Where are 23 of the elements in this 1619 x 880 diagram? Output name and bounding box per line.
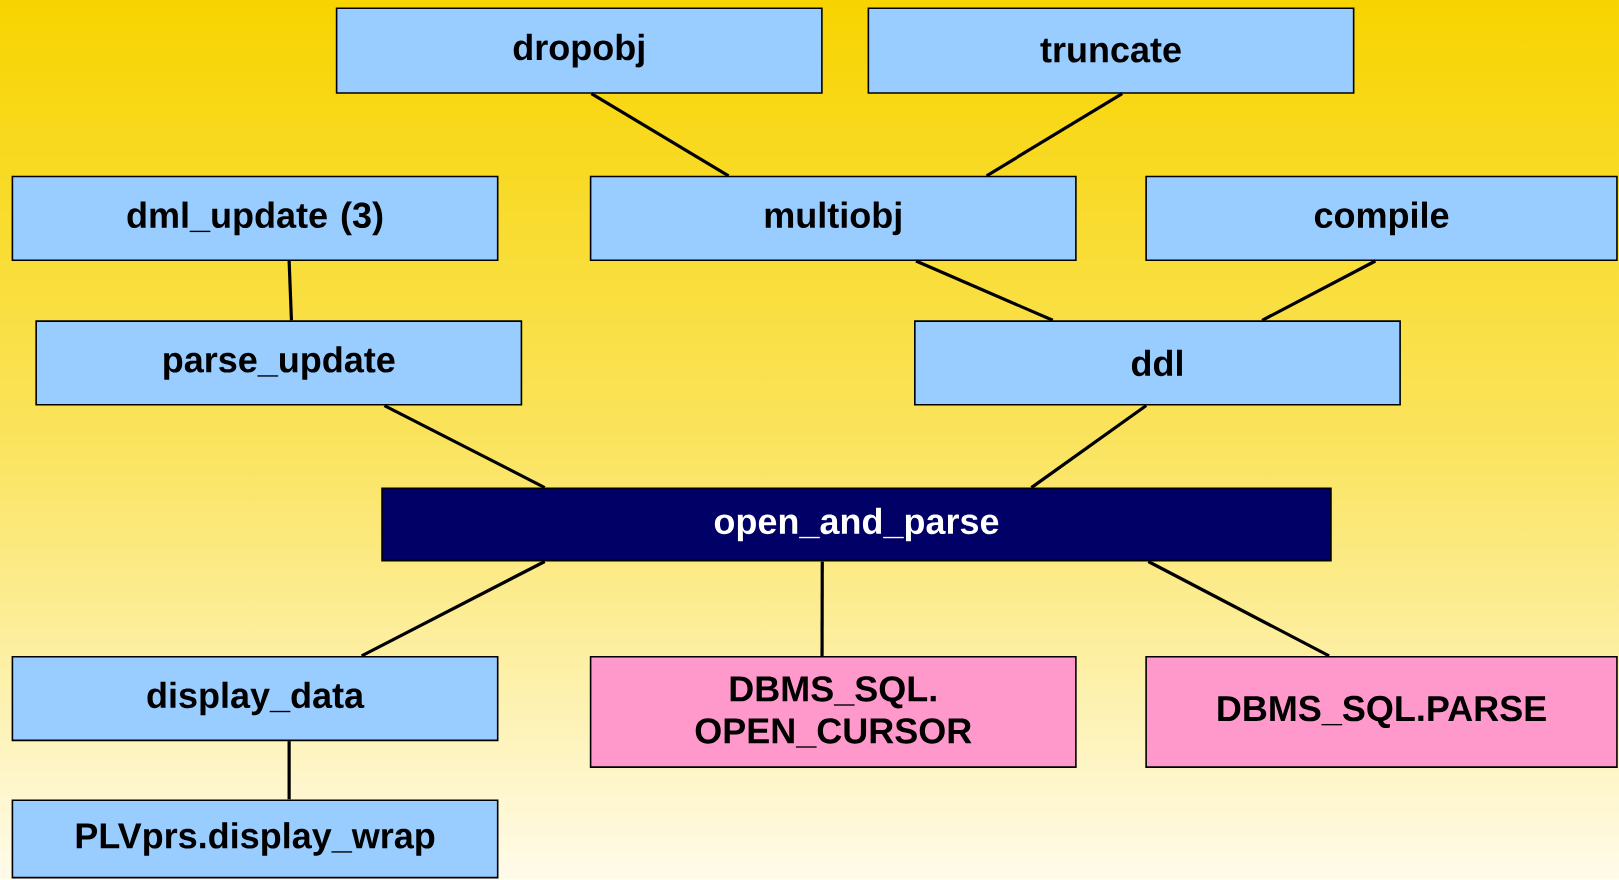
process-box: truncate [867, 7, 1355, 94]
process-box: dml_update (3) [11, 175, 499, 262]
connector-line [360, 560, 546, 658]
process-box: parse_update [35, 320, 523, 406]
connector-line [1261, 259, 1377, 322]
connector-line [590, 92, 730, 178]
highlighted-box: open_and_parse [381, 487, 1332, 562]
external-call-box: DBMS_SQL.PARSE [1145, 656, 1618, 769]
connector-line [287, 261, 294, 321]
process-box: compile [1145, 175, 1618, 262]
connector-line [820, 561, 824, 657]
connector-line [1030, 404, 1148, 490]
process-box: dropobj [335, 7, 823, 94]
process-box: multiobj [589, 175, 1077, 262]
external-call-box: DBMS_SQL. OPEN_CURSOR [589, 656, 1077, 769]
process-box: ddl [914, 320, 1401, 406]
process-box: PLVprs.display_wrap [11, 799, 499, 879]
connector-line [383, 404, 546, 490]
connector-line [985, 92, 1124, 178]
process-box: display_data [11, 656, 499, 742]
connector-line [287, 741, 291, 800]
connector-line [915, 259, 1054, 322]
connector-line [1147, 560, 1330, 658]
